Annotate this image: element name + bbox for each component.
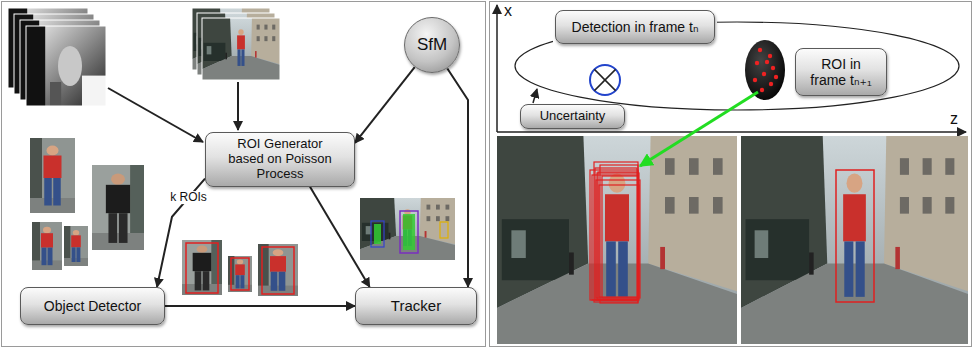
illustration-rect bbox=[403, 214, 415, 250]
illustration-circle bbox=[765, 60, 769, 64]
illustration-rect bbox=[592, 175, 638, 300]
annotation-box: Uncertainty bbox=[520, 104, 625, 129]
depth-image-stack bbox=[8, 8, 106, 106]
illustration-use bbox=[182, 240, 222, 295]
annotation-box: ROI in frame tₙ₊₁ bbox=[795, 48, 887, 96]
illustration-circle bbox=[755, 61, 759, 65]
illustration-ellipse bbox=[745, 40, 785, 100]
node-text: Tracker bbox=[391, 297, 441, 314]
edge-label: k ROIs bbox=[168, 191, 209, 205]
illustration-use bbox=[202, 18, 280, 80]
illustration-g bbox=[590, 162, 640, 303]
illustration-circle bbox=[758, 48, 762, 52]
illustration-rect bbox=[440, 222, 448, 238]
illustration-circle bbox=[590, 65, 620, 95]
illustration-rect bbox=[202, 18, 280, 80]
detection-thumbnails bbox=[182, 240, 298, 296]
illustration-circle bbox=[762, 72, 766, 76]
illustration-use bbox=[258, 244, 298, 296]
illustration-rect bbox=[595, 168, 637, 300]
illustration-use bbox=[30, 138, 75, 213]
illustration-rect bbox=[600, 165, 638, 303]
panel-border bbox=[490, 2, 972, 347]
panel-border bbox=[2, 2, 486, 347]
axis-line bbox=[496, 5, 498, 132]
node-text: Object Detector bbox=[44, 298, 141, 314]
illustration-use bbox=[32, 222, 62, 270]
illustration-rect bbox=[598, 172, 638, 300]
axis-line bbox=[497, 131, 966, 133]
illustration-use bbox=[497, 136, 737, 344]
illustration-rect bbox=[597, 173, 639, 300]
axis-label: z bbox=[950, 110, 958, 128]
illustration-circle bbox=[760, 88, 764, 92]
illustration-circle bbox=[769, 82, 773, 86]
illustration-rect bbox=[231, 258, 249, 290]
frame-photo bbox=[497, 136, 737, 344]
illustration-use bbox=[228, 256, 252, 292]
annotation-box: Detection in frame tₙ bbox=[555, 10, 715, 44]
illustration-rect bbox=[599, 185, 639, 297]
illustration-rect bbox=[590, 170, 638, 300]
tracking-result-image bbox=[360, 198, 455, 260]
process-box: Tracker bbox=[355, 287, 477, 325]
connector-arrow bbox=[447, 68, 468, 287]
illustration-rect bbox=[594, 162, 638, 302]
frame-photo bbox=[741, 136, 968, 344]
illustration-rect bbox=[186, 243, 218, 293]
illustration-circle bbox=[753, 78, 757, 82]
illustration-use bbox=[64, 226, 88, 266]
illustration-circle bbox=[768, 54, 772, 58]
illustration-use bbox=[360, 198, 455, 260]
process-box: Object Detector bbox=[20, 287, 165, 325]
detection-marker bbox=[590, 65, 620, 95]
illustration-use bbox=[741, 136, 968, 344]
illustration-rect bbox=[836, 170, 874, 302]
input-arrow bbox=[108, 88, 203, 142]
node-text: SfM bbox=[417, 35, 447, 55]
illustration-line bbox=[594, 69, 615, 90]
sfm-circle: SfM bbox=[404, 17, 460, 73]
pointer-arrow bbox=[533, 89, 537, 103]
axis-label: x bbox=[504, 2, 512, 20]
illustration-use bbox=[26, 26, 106, 106]
node-text: Detection in frame tₙ bbox=[572, 19, 699, 35]
illustration-rect bbox=[262, 247, 294, 294]
connector-arrow bbox=[165, 305, 355, 307]
illustration-rect bbox=[602, 176, 638, 298]
illustration-rect bbox=[371, 221, 384, 247]
illustration-circle bbox=[771, 66, 775, 70]
connector-arrow bbox=[355, 67, 415, 143]
illustration-rect bbox=[374, 224, 381, 244]
illustration-line bbox=[594, 69, 615, 90]
illustration-use bbox=[92, 165, 144, 250]
illustration-rect bbox=[400, 211, 418, 253]
illustration-circle bbox=[774, 75, 778, 79]
roi-thumbnails bbox=[30, 138, 144, 270]
illustration-rect bbox=[26, 26, 106, 106]
node-text: ROI Generator based on Poisson Process bbox=[224, 137, 336, 182]
process-box: ROI Generator based on Poisson Process bbox=[205, 132, 355, 187]
roi-samples bbox=[745, 40, 785, 100]
projection-arrow bbox=[640, 92, 758, 166]
node-text: Uncertainty bbox=[540, 109, 606, 124]
image-sequence bbox=[192, 8, 280, 80]
input-arrow bbox=[237, 82, 239, 130]
connector-arrow bbox=[310, 187, 370, 287]
node-text: ROI in frame tₙ₊₁ bbox=[803, 56, 879, 88]
